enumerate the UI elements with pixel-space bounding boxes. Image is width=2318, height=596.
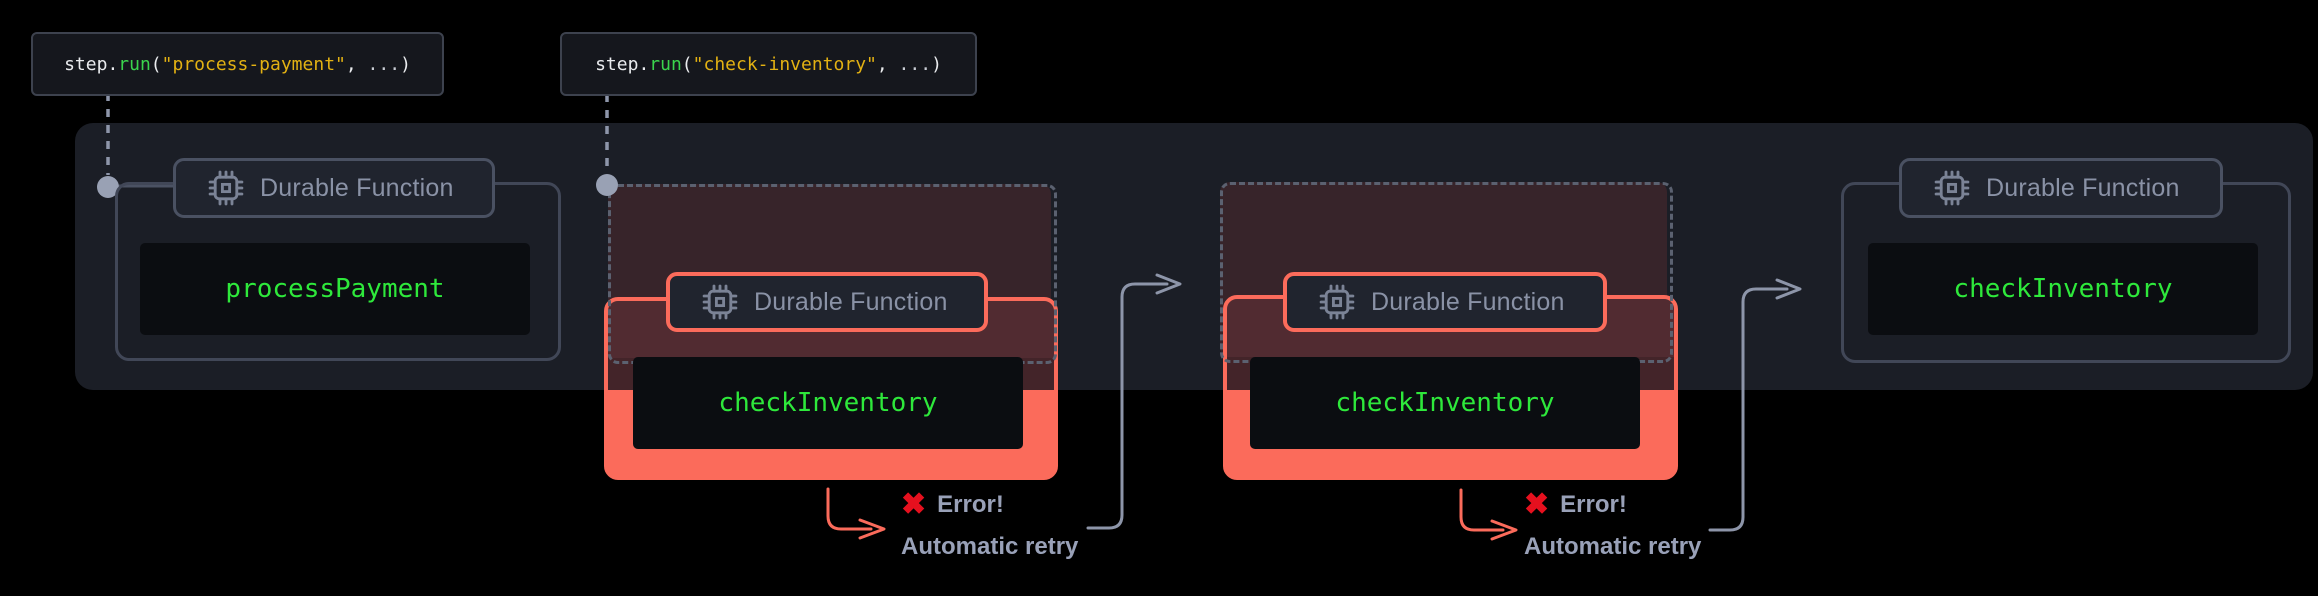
function-name: checkInventory <box>1335 388 1555 418</box>
retry-arrow <box>1708 278 1802 532</box>
durable-function-badge-error: Durable Function <box>666 272 988 332</box>
code-method: run <box>118 53 151 75</box>
function-name-box: checkInventory <box>633 357 1023 449</box>
code-object: step <box>595 53 639 75</box>
cpu-icon <box>208 170 244 206</box>
code-method: run <box>649 53 682 75</box>
error-annotation: ✖ Error! Automatic retry <box>901 490 1078 561</box>
error-label: Error! <box>937 491 1004 518</box>
function-name-box: checkInventory <box>1250 357 1640 449</box>
error-arrow <box>1459 488 1518 541</box>
retry-arrow <box>1086 273 1182 530</box>
connector-node <box>97 176 119 198</box>
code-step-id: "check-inventory" <box>692 53 877 75</box>
badge-label: Durable Function <box>754 287 948 316</box>
error-arrow <box>826 487 886 540</box>
function-name: processPayment <box>225 274 445 304</box>
cpu-icon <box>1934 170 1970 206</box>
step-run-code-label: step.run("process-payment", ...) <box>31 32 444 96</box>
durable-function-badge: Durable Function <box>1899 158 2223 218</box>
error-x-icon: ✖ <box>901 488 927 521</box>
retry-label: Automatic retry <box>1524 533 1702 560</box>
step-run-code-label: step.run("check-inventory", ...) <box>560 32 977 96</box>
badge-label: Durable Function <box>1371 287 1565 316</box>
error-label: Error! <box>1560 491 1627 518</box>
badge-label: Durable Function <box>1986 173 2180 202</box>
error-x-icon: ✖ <box>1524 488 1550 521</box>
error-annotation: ✖ Error! Automatic retry <box>1524 490 1701 561</box>
cpu-icon <box>1319 284 1355 320</box>
function-name: checkInventory <box>1953 274 2173 304</box>
retry-label: Automatic retry <box>901 533 1079 560</box>
durable-function-badge-error: Durable Function <box>1283 272 1607 332</box>
function-name: checkInventory <box>718 388 938 418</box>
code-object: step <box>64 53 108 75</box>
badge-label: Durable Function <box>260 173 454 202</box>
cpu-icon <box>702 284 738 320</box>
function-name-box: checkInventory <box>1868 243 2258 335</box>
durable-function-badge: Durable Function <box>173 158 495 218</box>
code-step-id: "process-payment" <box>161 53 346 75</box>
function-name-box: processPayment <box>140 243 530 335</box>
connector-node <box>596 174 618 196</box>
